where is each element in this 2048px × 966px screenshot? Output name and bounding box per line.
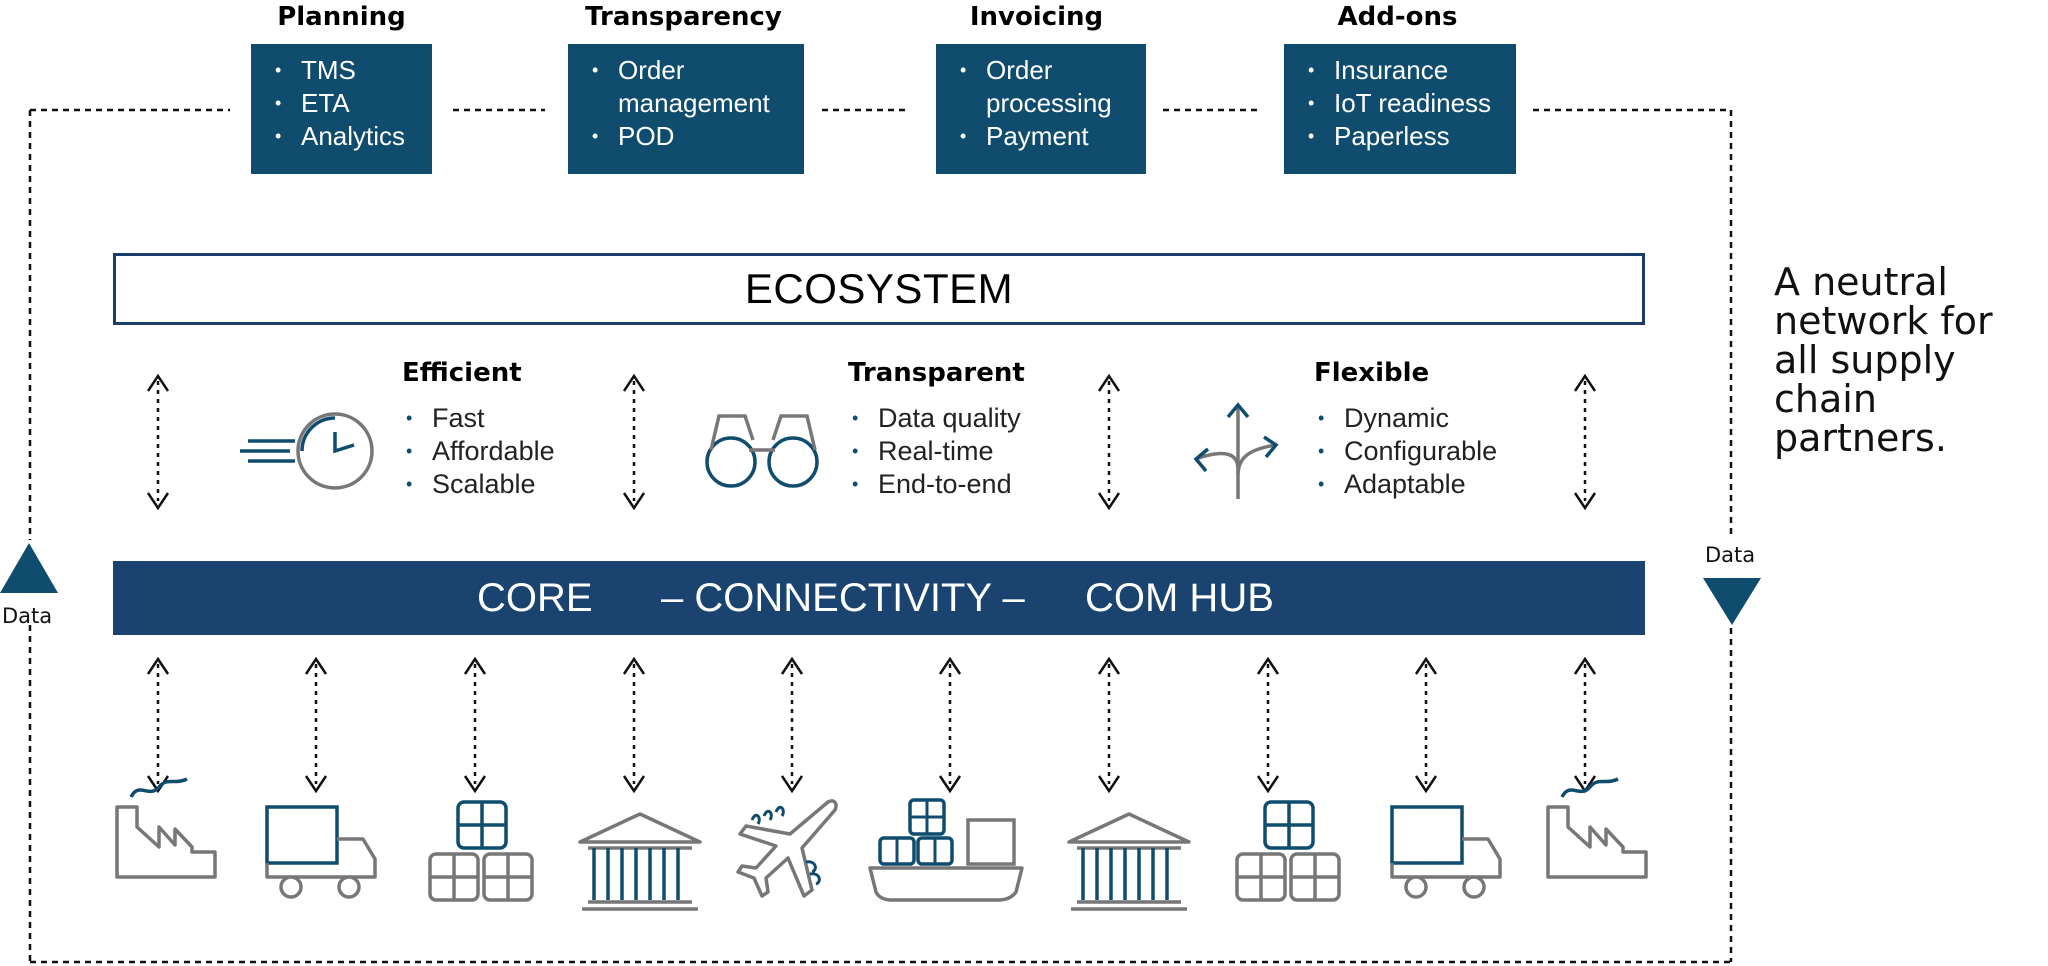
category-box-transparency: Order management POD	[568, 44, 804, 174]
branching-arrows-icon	[1193, 402, 1279, 499]
binoculars-icon	[705, 414, 819, 488]
feature-title-transparent: Transparent	[848, 358, 1025, 388]
category-box-planning: TMS ETA Analytics	[251, 44, 432, 174]
feature-item: Affordable	[402, 435, 555, 468]
feature-item: Configurable	[1314, 435, 1497, 468]
feature-title-flexible: Flexible	[1314, 358, 1430, 388]
feature-item: Data quality	[848, 402, 1021, 435]
container-ship-icon	[868, 798, 1024, 902]
data-up-arrow-icon	[0, 543, 58, 593]
category-item: Order	[590, 54, 804, 87]
category-box-invoicing: Order processing Payment	[936, 44, 1146, 174]
com-hub-label: COM HUB	[1085, 576, 1274, 620]
category-item: TMS	[273, 54, 432, 87]
feature-item: End-to-end	[848, 468, 1021, 501]
truck-icon	[265, 805, 377, 899]
category-item: ETA	[273, 87, 432, 120]
feature-item: Scalable	[402, 468, 555, 501]
category-item: POD	[590, 120, 804, 153]
category-box-add-ons: Insurance IoT readiness Paperless	[1284, 44, 1516, 174]
parcels-icon	[1235, 800, 1341, 902]
data-label-left: Data	[2, 604, 53, 628]
clock-speed-icon	[240, 412, 374, 490]
feature-title-efficient: Efficient	[402, 358, 522, 388]
ecosystem-box: ECOSYSTEM	[113, 253, 1645, 325]
category-title-planning: Planning	[277, 2, 406, 32]
factory-icon	[1546, 777, 1648, 879]
tagline: A neutral network for all supply chain p…	[1774, 260, 1993, 460]
feature-list-efficient: Fast Affordable Scalable	[402, 402, 555, 501]
category-item: Order	[958, 54, 1146, 87]
feature-item: Adaptable	[1314, 468, 1497, 501]
data-label-right: Data	[1705, 543, 1756, 567]
warehouse-icon	[1067, 812, 1191, 911]
category-title-invoicing: Invoicing	[969, 2, 1104, 32]
category-item: Payment	[958, 120, 1146, 153]
connectivity-label: – CONNECTIVITY –	[661, 576, 1025, 620]
core-partner-arrows	[146, 657, 1597, 793]
category-item: Insurance	[1306, 54, 1516, 87]
category-item: Analytics	[273, 120, 432, 153]
airplane-icon	[736, 799, 838, 898]
data-loop-line	[28, 108, 1733, 964]
core-connectivity-bar: CORE – CONNECTIVITY – COM HUB	[113, 561, 1645, 635]
ecosystem-label: ECOSYSTEM	[744, 265, 1014, 312]
feature-item: Dynamic	[1314, 402, 1497, 435]
core-label: CORE	[477, 576, 593, 620]
partner-icons	[115, 777, 1648, 911]
category-item: Paperless	[1306, 120, 1516, 153]
feature-item: Fast	[402, 402, 555, 435]
data-down-arrow-icon	[1703, 578, 1761, 625]
feature-list-flexible: Dynamic Configurable Adaptable	[1314, 402, 1497, 501]
feature-item: Real-time	[848, 435, 1021, 468]
factory-icon	[115, 777, 217, 879]
feature-list-transparent: Data quality Real-time End-to-end	[848, 402, 1021, 501]
category-item-continuation: processing	[986, 88, 1112, 118]
warehouse-icon	[578, 812, 702, 911]
truck-icon	[1390, 805, 1502, 899]
category-title-add-ons: Add-ons	[1337, 2, 1458, 32]
category-title-transparency: Transparency	[585, 2, 782, 32]
category-item: IoT readiness	[1306, 87, 1516, 120]
parcels-icon	[428, 800, 534, 902]
category-item-continuation: management	[618, 88, 770, 118]
